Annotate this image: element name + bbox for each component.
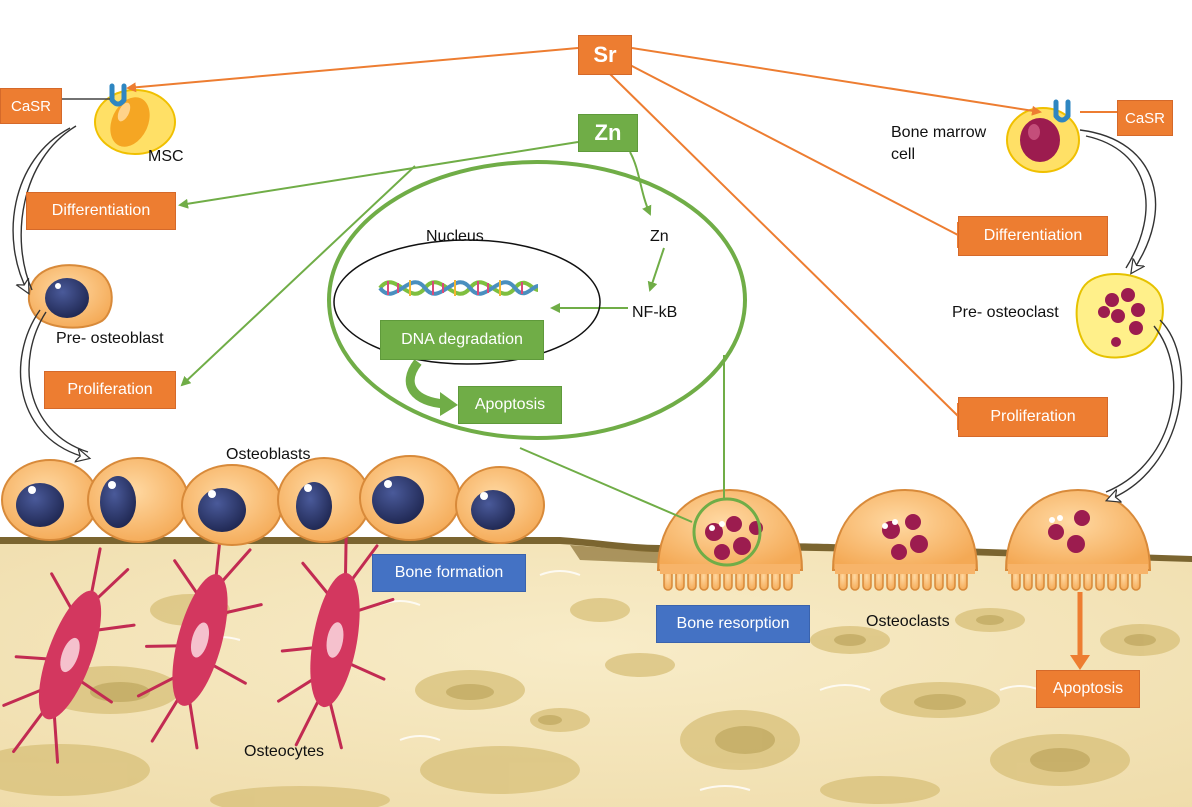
osteocyte-1 xyxy=(2,547,136,764)
zn-inner-label: Zn xyxy=(650,228,669,245)
pre-osteoclast-cell xyxy=(1075,273,1164,359)
osteoblast-3 xyxy=(181,464,283,546)
osteoblast-5 xyxy=(359,455,461,541)
casr-box-right: CaSR xyxy=(1117,100,1173,136)
msc-cell xyxy=(94,89,176,155)
pathway-arrows-left xyxy=(12,125,88,458)
osteocyte-3 xyxy=(277,528,395,750)
bone-marrow-label-2: cell xyxy=(891,146,916,163)
nucleus-ellipse xyxy=(333,239,601,365)
osteoclast-1 xyxy=(656,488,804,591)
osteoblast-6 xyxy=(455,466,545,544)
nucleus-label: Nucleus xyxy=(426,228,484,245)
osteocytes-label: Osteocytes xyxy=(244,743,325,760)
nfkb-label: NF-kB xyxy=(632,304,678,321)
osteoclasts xyxy=(656,488,1152,591)
osteocytes xyxy=(2,528,395,764)
differentiation-box-left: Differentiation xyxy=(26,192,176,230)
zn-box: Zn xyxy=(578,114,638,152)
zn-arrows xyxy=(178,141,725,523)
osteocyte-2 xyxy=(136,530,263,750)
osteoblast-2 xyxy=(87,457,189,543)
msc-label: MSC xyxy=(148,148,184,165)
zn-mechanism-ellipse xyxy=(327,160,747,440)
apoptosis-box-right: Apoptosis xyxy=(1036,670,1140,708)
osteoblast-4 xyxy=(277,457,371,543)
pre-osteoclast-label: Pre- osteoclast xyxy=(952,304,1059,321)
dna-icon xyxy=(378,280,539,296)
bone-marrow-label-1: Bone marrow xyxy=(891,124,987,141)
pre-osteoblast-cell xyxy=(27,264,113,329)
osteoclasts-label: Osteoclasts xyxy=(866,613,950,630)
pathway-arrows-right xyxy=(1079,129,1183,500)
bone-marrow-cell xyxy=(1006,107,1080,173)
receptor-icon-right xyxy=(1053,99,1071,123)
osteoblast-1 xyxy=(1,459,99,541)
sr-box: Sr xyxy=(578,35,632,75)
osteoblast-row xyxy=(1,455,545,546)
proliferation-box-left: Proliferation xyxy=(44,371,176,409)
receptor-icon xyxy=(109,83,127,107)
bone-resorption-box: Bone resorption xyxy=(656,605,810,643)
zn-target-circle xyxy=(692,497,762,567)
proliferation-box-right: Proliferation xyxy=(958,397,1108,437)
osteoclast-3 xyxy=(1004,488,1152,591)
differentiation-box-right: Differentiation xyxy=(958,216,1108,256)
sr-arrows xyxy=(126,47,1117,430)
curved-green-arrow xyxy=(405,359,446,409)
osteoclast-2 xyxy=(831,488,979,591)
casr-box-left: CaSR xyxy=(0,88,62,124)
pre-osteoblast-label: Pre- osteoblast xyxy=(56,330,164,347)
osteoblasts-label: Osteoblasts xyxy=(226,446,311,463)
apoptosis-box-center: Apoptosis xyxy=(458,386,562,424)
bone-formation-box: Bone formation xyxy=(372,554,526,592)
dna-degradation-box: DNA degradation xyxy=(380,320,544,360)
